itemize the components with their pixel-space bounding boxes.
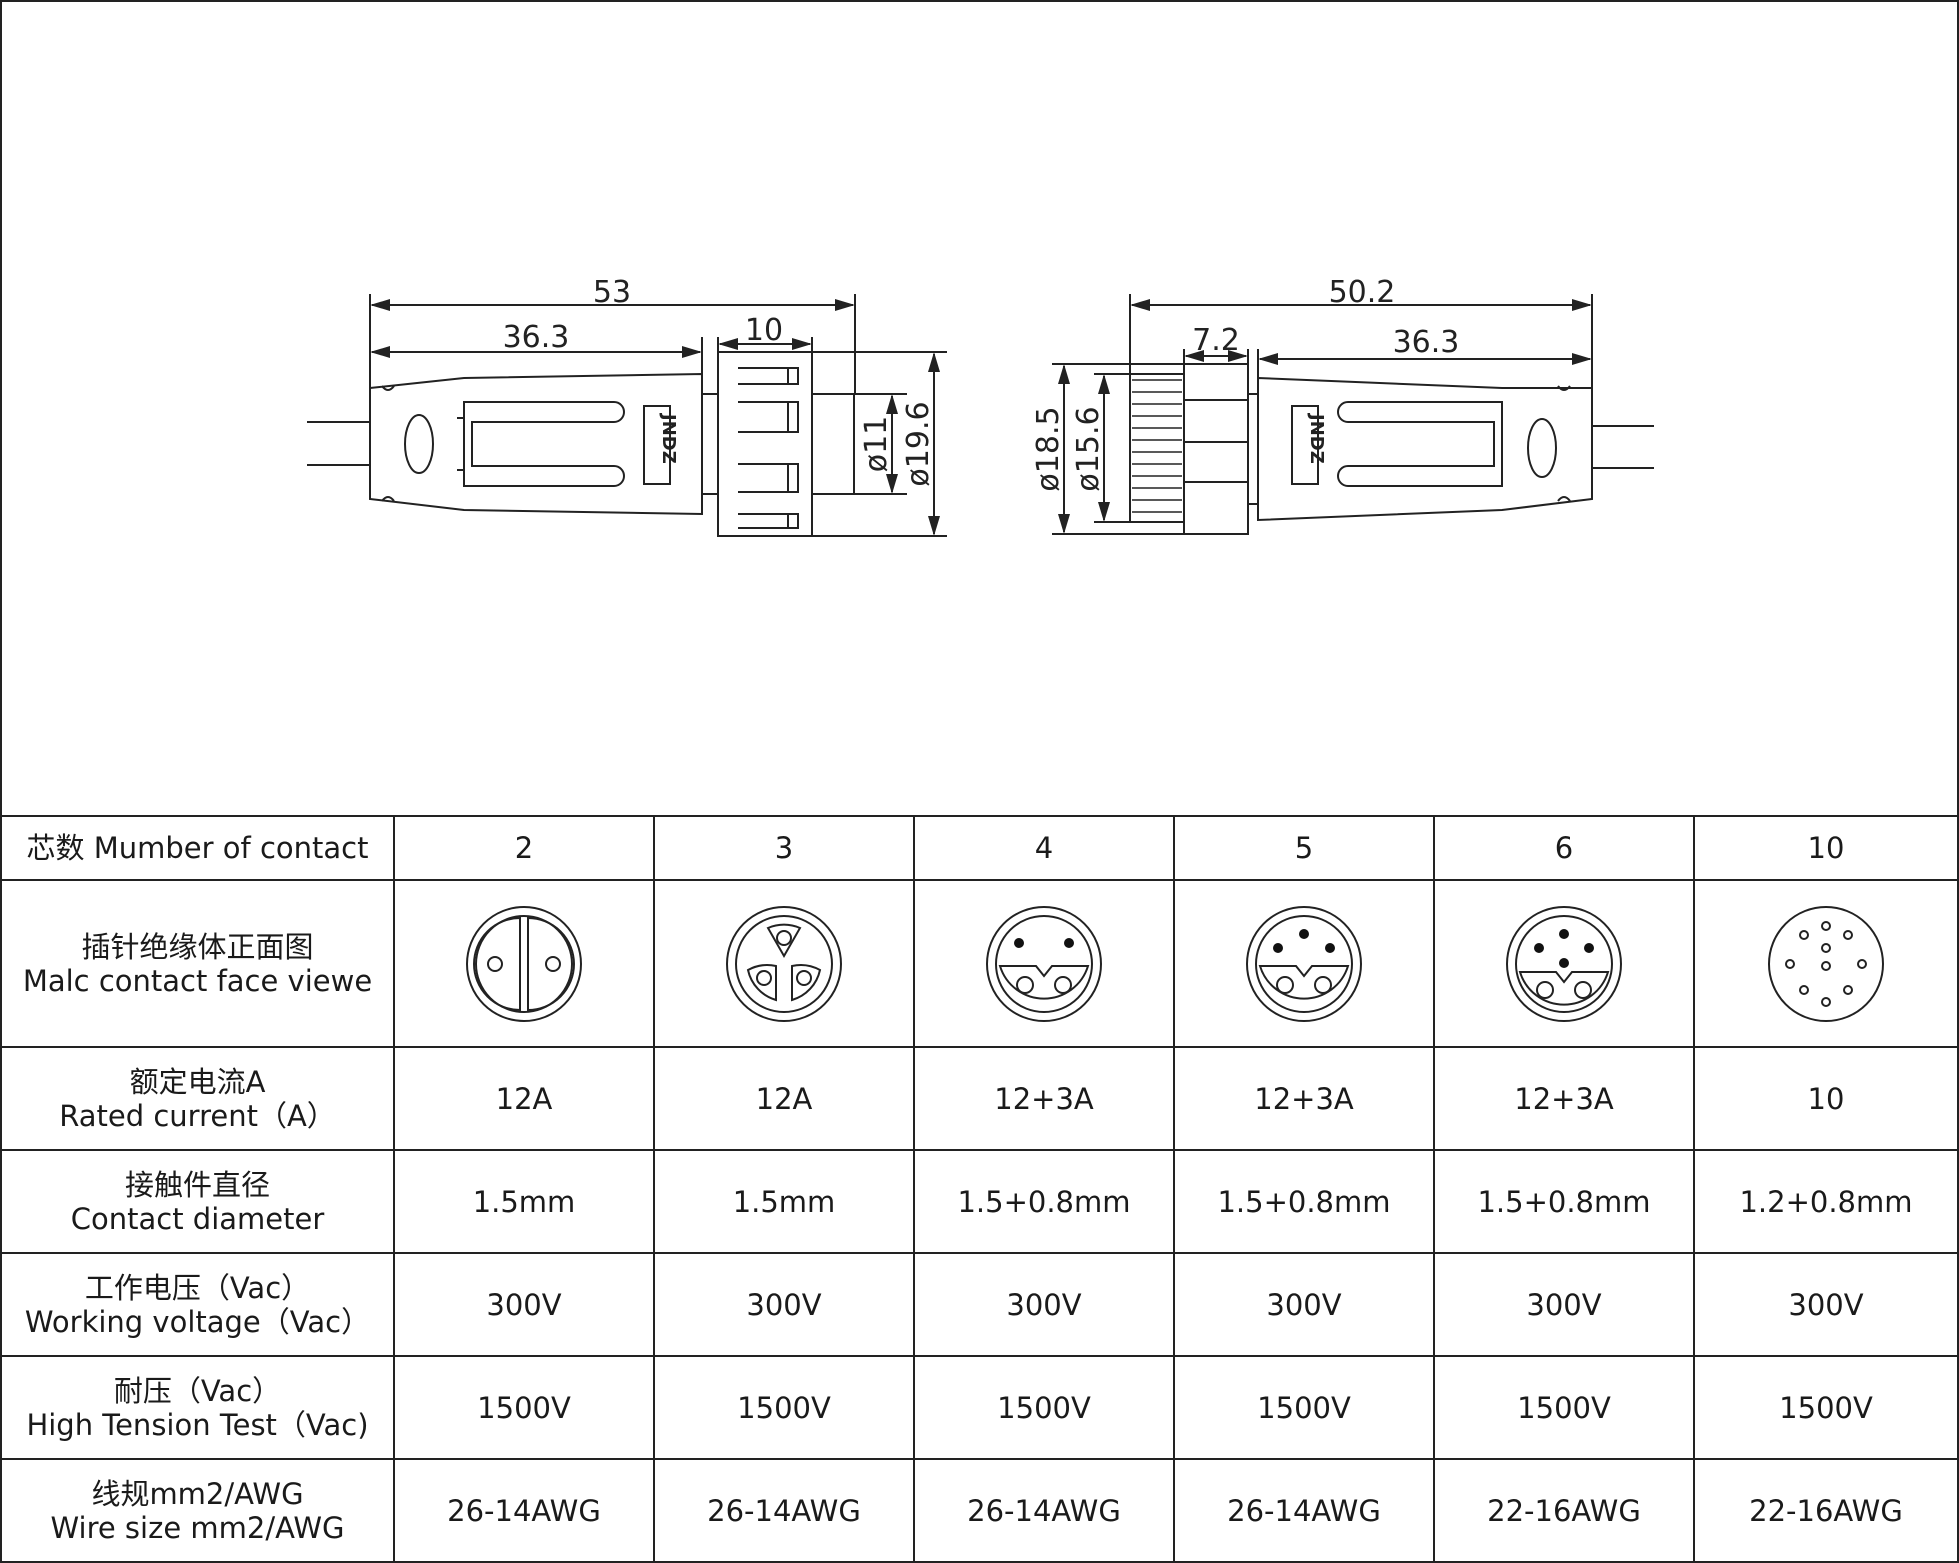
- table-cell: 1500V: [1693, 1355, 1957, 1460]
- table-cell: 22-16AWG: [1693, 1458, 1957, 1562]
- table-cell: 12A: [653, 1046, 915, 1151]
- connector-drawing: JNDZ: [307, 275, 1654, 537]
- dim-left-d-outer: ø19.6: [901, 401, 936, 486]
- row-label-en: High Tension Test（Vac): [26, 1407, 369, 1442]
- row-label-cn: 接触件直径: [124, 1167, 270, 1202]
- table-header-row: 芯数 Mumber of contact 2 3 4 5 6 10: [2, 815, 1957, 881]
- table-cell: 10: [1693, 1046, 1957, 1151]
- row-label-en: Contact diameter: [70, 1201, 325, 1236]
- table-cell: 26-14AWG: [913, 1458, 1175, 1562]
- dim-right-d-outer: ø18.5: [1031, 406, 1066, 491]
- table-cell: 12+3A: [913, 1046, 1175, 1151]
- left-connector: JNDZ: [307, 294, 947, 537]
- right-connector: JNDZ: [1052, 294, 1654, 535]
- dim-right-overall: 50.2: [1329, 275, 1396, 310]
- row-label: 工作电压（Vac） Working voltage（Vac）: [2, 1252, 395, 1357]
- contact-face-4-pin-icon: [986, 905, 1102, 1022]
- contact-count: 3: [653, 815, 915, 881]
- table-cell: 300V: [393, 1252, 655, 1357]
- table-cell: 300V: [1173, 1252, 1435, 1357]
- contact-count: 10: [1693, 815, 1957, 881]
- dim-left-d-inner: ø11: [859, 416, 894, 473]
- row-label-en: Rated current（A）: [59, 1098, 336, 1133]
- table-cell: 12+3A: [1433, 1046, 1695, 1151]
- table-cell: 300V: [913, 1252, 1175, 1357]
- row-label: 接触件直径 Contact diameter: [2, 1149, 395, 1254]
- table-row-face-view: 插针绝缘体正面图 Malc contact face viewe: [2, 879, 1957, 1048]
- table-cell: 300V: [653, 1252, 915, 1357]
- table-row-rated-current: 额定电流A Rated current（A） 12A 12A 12+3A 12+…: [2, 1046, 1957, 1151]
- row-label: 额定电流A Rated current（A）: [2, 1046, 395, 1151]
- row-label: 耐压（Vac） High Tension Test（Vac): [2, 1355, 395, 1460]
- row-label-cn: 线规mm2/AWG: [91, 1477, 304, 1511]
- dim-left-overall: 53: [593, 275, 631, 310]
- contact-face-10-pin-icon: [1768, 905, 1884, 1022]
- table-row-high-tension-test: 耐压（Vac） High Tension Test（Vac) 1500V 150…: [2, 1355, 1957, 1460]
- row-label: 插针绝缘体正面图 Malc contact face viewe: [2, 879, 395, 1048]
- contact-count: 2: [393, 815, 655, 881]
- spec-table: 芯数 Mumber of contact 2 3 4 5 6 10 插针绝缘体正…: [2, 815, 1957, 1562]
- face-6-pin: [1433, 879, 1695, 1048]
- row-label-cn: 耐压（Vac）: [113, 1373, 282, 1408]
- table-cell: 300V: [1433, 1252, 1695, 1357]
- dim-left-nut: 10: [745, 313, 783, 348]
- contact-face-6-pin-icon: [1506, 905, 1622, 1022]
- table-cell: 12+3A: [1173, 1046, 1435, 1151]
- table-cell: 1500V: [653, 1355, 915, 1460]
- table-cell: 300V: [1693, 1252, 1957, 1357]
- face-2-pin: [393, 879, 655, 1048]
- table-row-wire-size: 线规mm2/AWG Wire size mm2/AWG 26-14AWG 26-…: [2, 1458, 1957, 1562]
- table-cell: 1.5+0.8mm: [913, 1149, 1175, 1254]
- contact-face-3-pin-icon: [726, 905, 842, 1022]
- table-cell: 22-16AWG: [1433, 1458, 1695, 1562]
- table-cell: 1500V: [1433, 1355, 1695, 1460]
- table-cell: 1.5+0.8mm: [1433, 1149, 1695, 1254]
- row-label-cn: 额定电流A: [129, 1064, 266, 1099]
- row-label-en: Wire size mm2/AWG: [50, 1511, 345, 1545]
- contact-face-5-pin-icon: [1246, 905, 1362, 1022]
- table-cell: 1.5+0.8mm: [1173, 1149, 1435, 1254]
- table-cell: 1.2+0.8mm: [1693, 1149, 1957, 1254]
- face-10-pin: [1693, 879, 1957, 1048]
- table-cell: 12A: [393, 1046, 655, 1151]
- row-label-cn: 插针绝缘体正面图: [81, 929, 314, 964]
- header-label: 芯数 Mumber of contact: [2, 815, 395, 881]
- table-cell: 26-14AWG: [393, 1458, 655, 1562]
- table-row-contact-diameter: 接触件直径 Contact diameter 1.5mm 1.5mm 1.5+0…: [2, 1149, 1957, 1254]
- table-cell: 1.5mm: [393, 1149, 655, 1254]
- dim-left-body: 36.3: [503, 320, 570, 355]
- table-cell: 26-14AWG: [1173, 1458, 1435, 1562]
- face-5-pin: [1173, 879, 1435, 1048]
- row-label-cn: 工作电压（Vac）: [84, 1270, 311, 1305]
- row-label-en: Malc contact face viewe: [22, 963, 373, 998]
- table-cell: 1500V: [393, 1355, 655, 1460]
- left-logo: JNDZ: [658, 412, 679, 464]
- dim-right-body: 36.3: [1393, 325, 1460, 360]
- dim-right-nut: 7.2: [1192, 323, 1240, 358]
- row-label: 线规mm2/AWG Wire size mm2/AWG: [2, 1458, 395, 1562]
- contact-count: 4: [913, 815, 1175, 881]
- face-3-pin: [653, 879, 915, 1048]
- table-cell: 1.5mm: [653, 1149, 915, 1254]
- dim-right-d-inner: ø15.6: [1071, 406, 1106, 491]
- contact-face-2-pin-icon: [466, 905, 582, 1022]
- row-label-en: Working voltage（Vac）: [24, 1304, 371, 1339]
- contact-count: 6: [1433, 815, 1695, 881]
- table-cell: 1500V: [913, 1355, 1175, 1460]
- contact-count: 5: [1173, 815, 1435, 881]
- table-row-working-voltage: 工作电压（Vac） Working voltage（Vac） 300V 300V…: [2, 1252, 1957, 1357]
- right-logo: JNDZ: [1306, 412, 1327, 464]
- table-cell: 26-14AWG: [653, 1458, 915, 1562]
- face-4-pin: [913, 879, 1175, 1048]
- table-cell: 1500V: [1173, 1355, 1435, 1460]
